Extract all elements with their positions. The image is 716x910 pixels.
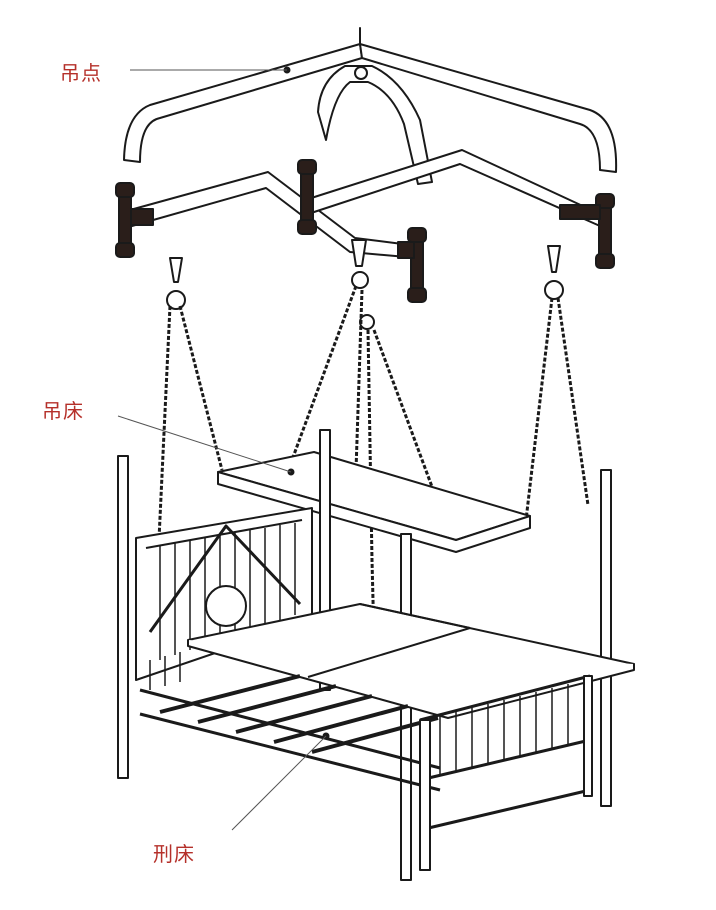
hook-group	[166, 239, 564, 330]
hanging-bed-board	[217, 451, 531, 553]
suspension-yoke	[123, 27, 618, 185]
leader-hanging-bed	[117, 415, 292, 473]
leader-frame-bed	[231, 735, 327, 831]
bracket-frame	[115, 149, 615, 330]
label-frame-bed: 刑床	[153, 842, 195, 866]
label-hanging-point: 吊点	[60, 61, 102, 85]
clamp-group	[115, 159, 615, 303]
leader-lines	[117, 69, 327, 831]
label-hanging-bed: 吊床	[42, 399, 84, 423]
bed-frame	[117, 429, 635, 881]
